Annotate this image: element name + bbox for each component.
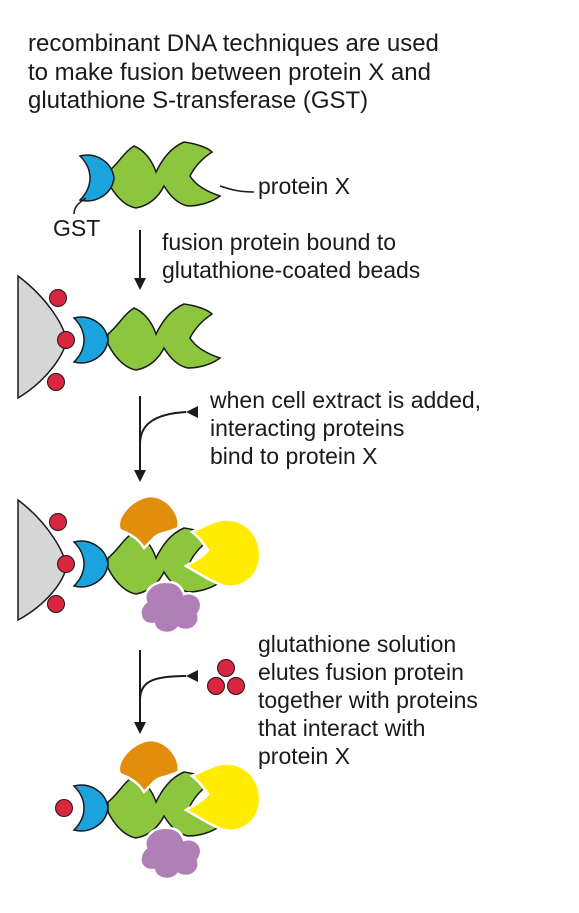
gst-label: GST bbox=[53, 215, 101, 241]
glutathione-ball bbox=[227, 677, 245, 695]
fusion-protein-free bbox=[73, 141, 255, 215]
glutathione-ball bbox=[57, 555, 75, 573]
gst-domain bbox=[79, 154, 115, 202]
glutathione-ball bbox=[57, 331, 75, 349]
glutathione-ball bbox=[207, 677, 225, 695]
bead-panel-bound bbox=[17, 274, 221, 400]
glutathione-ball bbox=[49, 513, 67, 531]
gst-domain bbox=[73, 540, 109, 588]
glutathione-ball bbox=[49, 289, 67, 307]
eluted-complex bbox=[55, 738, 262, 881]
diagram-title: recombinant DNA techniques are used to m… bbox=[28, 30, 439, 114]
gst-domain bbox=[73, 316, 109, 364]
free-glutathione-cluster bbox=[207, 659, 245, 695]
arrow-step-3 bbox=[134, 650, 245, 734]
protein-x-leader-line bbox=[219, 185, 255, 193]
step-2-caption: when cell extract is added, interacting … bbox=[210, 387, 482, 469]
glutathione-ball bbox=[47, 595, 65, 613]
glutathione-ball bbox=[47, 373, 65, 391]
glutathione-ball bbox=[217, 659, 235, 677]
arrow-step-2 bbox=[134, 396, 198, 482]
gst-leader-line bbox=[73, 197, 87, 215]
arrow-step-1 bbox=[134, 230, 146, 290]
bead-panel-complex bbox=[17, 494, 262, 635]
step-1-caption: fusion protein bound to glutathione-coat… bbox=[162, 229, 421, 283]
protein-x-domain bbox=[107, 141, 221, 209]
glutathione-ball bbox=[55, 799, 73, 817]
step-3-caption: glutathione solution elutes fusion prote… bbox=[258, 631, 478, 769]
protein-x-domain bbox=[107, 303, 221, 371]
gst-domain bbox=[73, 784, 109, 832]
protein-x-label: protein X bbox=[258, 173, 351, 199]
